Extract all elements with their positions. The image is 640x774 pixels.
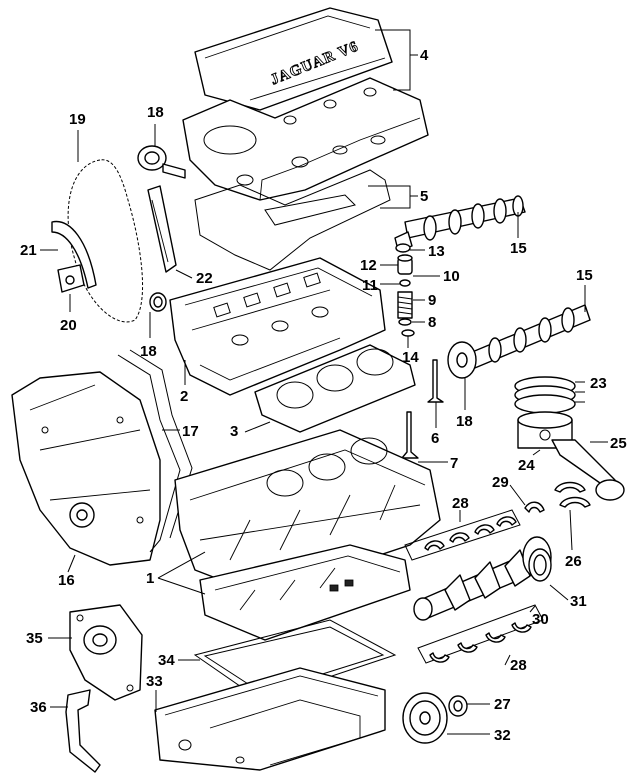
callout-17: 17: [182, 423, 199, 440]
lower-crankcase[interactable]: [199, 544, 411, 641]
callout-7: 7: [450, 455, 458, 472]
callout-31: 31: [570, 593, 587, 610]
callout-5: 5: [420, 188, 428, 205]
callout-32: 32: [494, 727, 511, 744]
leader-lines: [40, 29, 608, 735]
callout-33: 33: [146, 673, 163, 690]
callout-10: 10: [443, 268, 460, 285]
timing-chain[interactable]: [67, 159, 144, 323]
connecting-rod[interactable]: [551, 439, 625, 501]
callout-35: 35: [26, 630, 43, 647]
chain-guide[interactable]: [147, 185, 177, 273]
camshaft-lower[interactable]: [447, 304, 591, 379]
callout-15-lower: 15: [576, 267, 593, 284]
callout-21: 21: [20, 242, 37, 259]
callout-3: 3: [230, 423, 238, 440]
callout-18-top: 18: [147, 104, 164, 121]
callout-16: 16: [58, 572, 75, 589]
callout-15-upper: 15: [510, 240, 527, 257]
valve-cover[interactable]: [182, 77, 429, 201]
callout-12: 12: [360, 257, 377, 274]
timing-cover[interactable]: [11, 371, 161, 566]
tensioner-arm[interactable]: [51, 220, 97, 289]
main-bearings-upper[interactable]: [404, 509, 521, 561]
callout-2: 2: [180, 388, 188, 405]
rear-main-seal[interactable]: [528, 548, 552, 582]
callout-29: 29: [492, 474, 509, 491]
callout-14: 14: [402, 349, 419, 366]
cylinder-head[interactable]: [169, 257, 386, 396]
callout-18-mid: 18: [456, 413, 473, 430]
callout-4: 4: [420, 47, 429, 64]
piston-rings[interactable]: [514, 376, 576, 414]
crank-seal[interactable]: [149, 292, 167, 312]
callout-27: 27: [494, 696, 511, 713]
callout-23: 23: [590, 375, 607, 392]
thrust-washer[interactable]: [524, 501, 545, 513]
callout-36: 36: [30, 699, 47, 716]
callout-1: 1: [146, 570, 154, 587]
main-bearings-lower[interactable]: [417, 604, 544, 664]
front-crank-seal[interactable]: [448, 695, 468, 717]
callout-labels: 4 5 15 13 12 10 11 9 8 14 15 23 18 6 7 2…: [20, 47, 627, 744]
callout-30: 30: [532, 611, 549, 628]
vvt-sprocket[interactable]: [137, 145, 186, 179]
callout-6: 6: [431, 430, 439, 447]
callout-9: 9: [428, 292, 436, 309]
oil-pickup[interactable]: [65, 689, 101, 773]
valve-cover-gasket[interactable]: [194, 169, 391, 271]
oil-pump[interactable]: [69, 604, 143, 701]
callout-13: 13: [428, 243, 445, 260]
callout-19: 19: [69, 111, 86, 128]
head-gasket[interactable]: [254, 344, 416, 433]
oil-pan-gasket[interactable]: [193, 619, 397, 701]
callout-28-lower: 28: [510, 657, 527, 674]
callout-18-lower: 18: [140, 343, 157, 360]
callout-20: 20: [60, 317, 77, 334]
crank-pulley[interactable]: [402, 692, 448, 744]
callout-28-upper: 28: [452, 495, 469, 512]
callout-26: 26: [565, 553, 582, 570]
callout-8: 8: [428, 314, 436, 331]
callout-11: 11: [362, 277, 378, 294]
callout-22: 22: [196, 270, 213, 287]
callout-34: 34: [158, 652, 175, 669]
camshaft-upper[interactable]: [394, 195, 526, 251]
crankshaft[interactable]: [413, 536, 552, 621]
valve-train-parts[interactable]: [395, 243, 444, 459]
oil-pan[interactable]: [154, 667, 386, 771]
callout-24: 24: [518, 457, 535, 474]
rod-bearings[interactable]: [554, 481, 591, 508]
callout-25: 25: [610, 435, 627, 452]
chain-tensioner[interactable]: [57, 264, 85, 293]
